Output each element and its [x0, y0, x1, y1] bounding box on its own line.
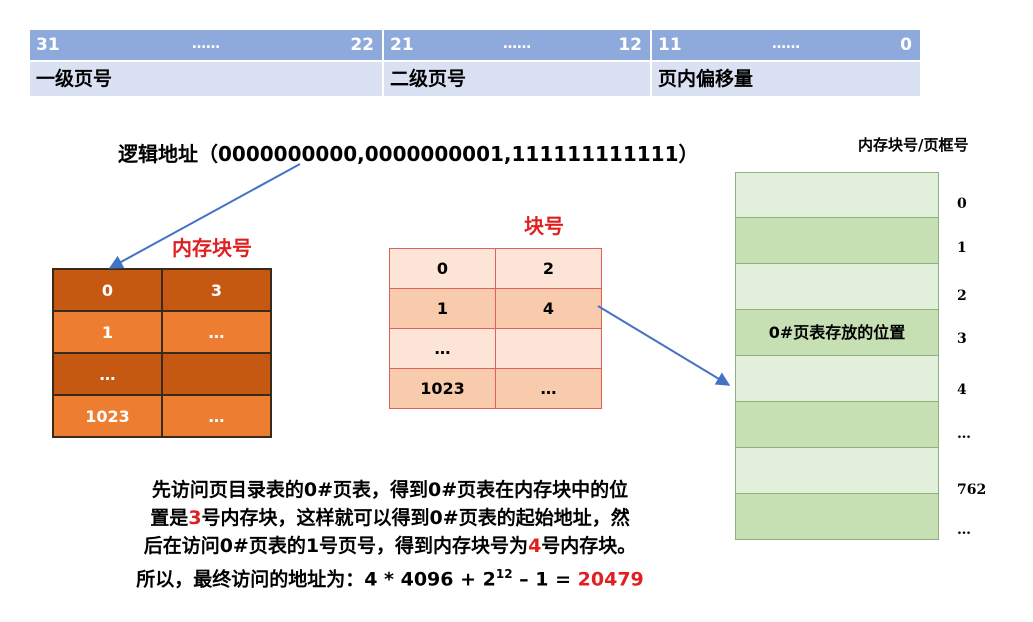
- explain-text: 置是: [150, 507, 189, 529]
- table-cell: 3: [161, 268, 272, 312]
- memory-block: 0#页表存放的位置: [735, 310, 939, 356]
- memory-block: [735, 264, 939, 310]
- bit-high: 21: [390, 35, 414, 55]
- memory-block: [735, 356, 939, 402]
- field-label-level1: 一级页号: [36, 68, 113, 90]
- highlight-number: 3: [188, 507, 202, 529]
- explain-line: 置是3号内存块，这样就可以得到0#页表的起始地址，然: [70, 504, 710, 532]
- arrow-logical-to-directory: [108, 163, 301, 269]
- explain-text: 号内存块。: [541, 535, 637, 557]
- bit-dots: ……: [192, 36, 220, 52]
- page-table-0: 0 2 1 4 … 1023 …: [389, 248, 602, 409]
- divider: [382, 62, 384, 96]
- table-cell: …: [389, 328, 496, 369]
- page-directory-table: 0 3 1 … … 1023 …: [52, 268, 272, 438]
- explain-text: 所以，最终访问的地址为：4 * 4096 + 2: [136, 568, 496, 591]
- memory-index: …: [957, 522, 971, 538]
- memory-index: …: [957, 426, 971, 442]
- memory-block: [735, 448, 939, 494]
- memory-index: 0: [957, 196, 967, 212]
- divider: [650, 30, 652, 60]
- table-cell: 0: [389, 248, 496, 289]
- bit-field-level1: 31 …… 22: [30, 30, 382, 60]
- table-row: 1 4: [389, 288, 602, 329]
- bit-range-bar: 31 …… 22 21 …… 12 11 …… 0: [30, 30, 920, 60]
- bit-field-offset: 11 …… 0: [652, 30, 920, 60]
- bit-low: 0: [900, 35, 912, 55]
- table-row: 0 2: [389, 248, 602, 289]
- memory-block: [735, 402, 939, 448]
- field-label-bar: 一级页号 二级页号 页内偏移量: [30, 62, 920, 96]
- table-row: 1023 …: [389, 368, 602, 409]
- table-cell: 4: [495, 288, 602, 329]
- memory-index: 1: [957, 240, 967, 256]
- arrow-pagetable-to-memory: [597, 305, 731, 386]
- table-cell: [161, 352, 272, 396]
- explain-line: 所以，最终访问的地址为：4 * 4096 + 212 – 1 = 20479: [70, 560, 710, 593]
- table-cell: …: [161, 310, 272, 354]
- explain-text: 先访问页目录表的0#页表，得到0#页表在内存块中的位: [151, 479, 629, 501]
- left-table-title: 内存块号: [172, 236, 252, 260]
- divider: [382, 30, 384, 60]
- table-cell: …: [52, 352, 163, 396]
- memory-blocks: 0#页表存放的位置: [735, 172, 939, 540]
- result-number: 20479: [577, 568, 644, 591]
- middle-table-title: 块号: [524, 214, 564, 238]
- bit-dots: ……: [503, 36, 531, 52]
- table-cell: 2: [495, 248, 602, 289]
- memory-column-header: 内存块号/页框号: [858, 136, 969, 154]
- table-row: 1 …: [52, 310, 272, 354]
- bit-low: 12: [618, 35, 642, 55]
- memory-block: [735, 172, 939, 218]
- table-cell: …: [161, 394, 272, 438]
- table-row: …: [52, 352, 272, 396]
- field-label-offset: 页内偏移量: [658, 68, 754, 90]
- explain-line: 先访问页目录表的0#页表，得到0#页表在内存块中的位: [70, 476, 710, 504]
- explain-text: – 1 =: [512, 568, 578, 591]
- table-cell: [495, 328, 602, 369]
- highlight-number: 4: [528, 535, 542, 557]
- field-label-level2: 二级页号: [390, 68, 467, 90]
- memory-block: [735, 494, 939, 540]
- bit-high: 11: [658, 35, 682, 55]
- memory-index: 762: [957, 482, 987, 498]
- table-cell: 1: [389, 288, 496, 329]
- memory-index: 4: [957, 382, 967, 398]
- bit-high: 31: [36, 35, 60, 55]
- logical-address: 逻辑地址（0000000000,0000000001,111111111111）: [118, 142, 699, 166]
- explain-line: 后在访问0#页表的1号页号，得到内存块号为4号内存块。: [70, 532, 710, 560]
- table-cell: 1023: [52, 394, 163, 438]
- table-cell: 0: [52, 268, 163, 312]
- table-row: …: [389, 328, 602, 369]
- divider: [650, 62, 652, 96]
- memory-index: 3: [957, 331, 967, 347]
- bit-low: 22: [350, 35, 374, 55]
- table-row: 0 3: [52, 268, 272, 312]
- memory-block: [735, 218, 939, 264]
- table-cell: 1023: [389, 368, 496, 409]
- bit-field-level2: 21 …… 12: [384, 30, 650, 60]
- table-cell: …: [495, 368, 602, 409]
- bit-dots: ……: [772, 36, 800, 52]
- explanation-text: 先访问页目录表的0#页表，得到0#页表在内存块中的位 置是3号内存块，这样就可以…: [70, 476, 710, 593]
- explain-text: 后在访问0#页表的1号页号，得到内存块号为: [143, 535, 529, 557]
- exponent: 12: [495, 567, 513, 581]
- explain-text: 号内存块，这样就可以得到0#页表的起始地址，然: [201, 507, 630, 529]
- table-row: 1023 …: [52, 394, 272, 438]
- memory-index: 2: [957, 288, 967, 304]
- table-cell: 1: [52, 310, 163, 354]
